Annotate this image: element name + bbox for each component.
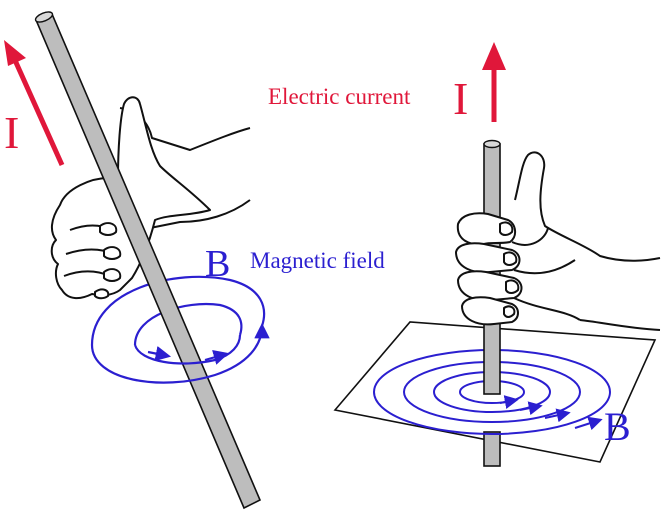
left-current-arrow — [4, 40, 65, 167]
left-conductor — [34, 11, 262, 510]
right-field-symbol: B — [604, 404, 631, 449]
left-panel: I — [4, 11, 385, 510]
right-current-symbol: I — [453, 73, 468, 124]
left-field-loops-front — [90, 322, 270, 384]
left-current-symbol: I — [4, 107, 19, 158]
right-current-caption: Electric current — [268, 84, 411, 109]
left-field-symbol: B — [205, 243, 230, 285]
left-field-caption: Magnetic field — [250, 248, 385, 273]
right-hand — [455, 151, 661, 331]
right-panel: Electric current I — [268, 42, 661, 467]
left-field-loops-back — [90, 275, 266, 346]
right-conductor-lower — [483, 431, 501, 467]
right-current-arrow — [482, 42, 506, 122]
